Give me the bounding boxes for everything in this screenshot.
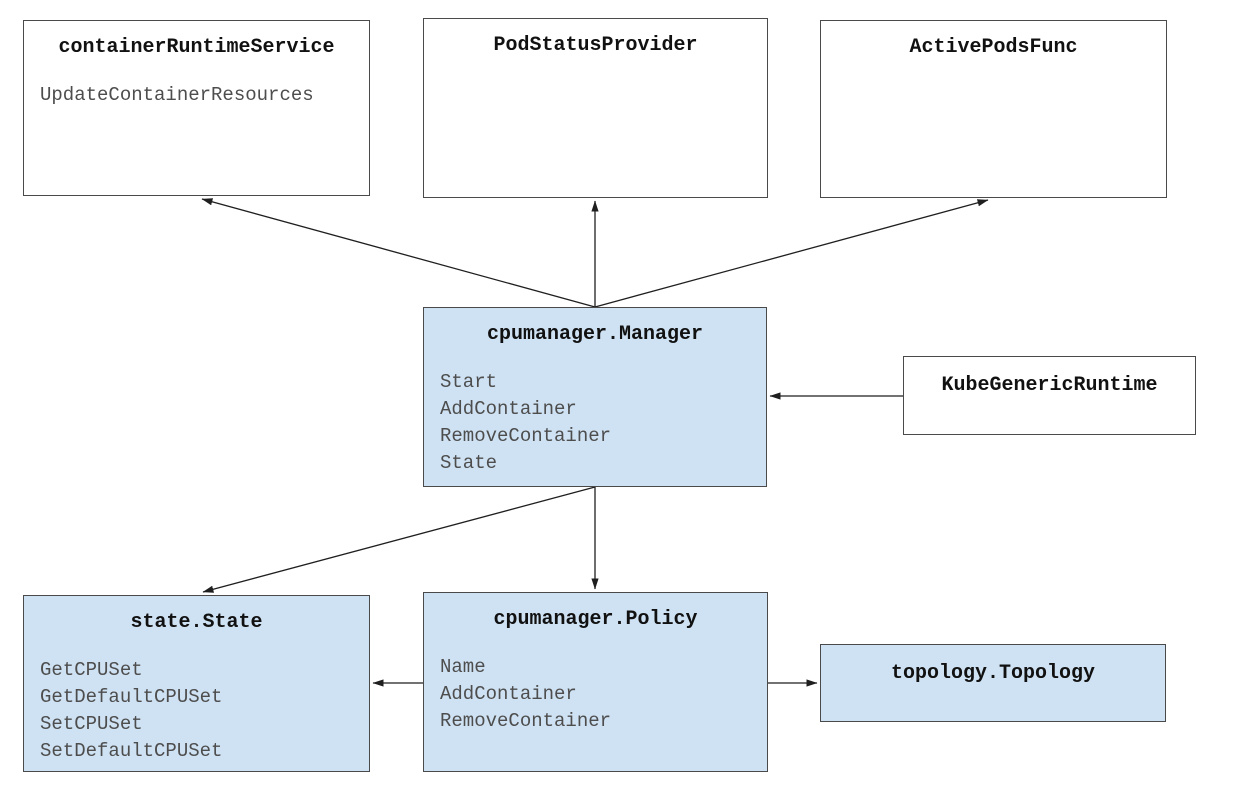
node-title: ActivePodsFunc bbox=[909, 36, 1078, 59]
method: RemoveContainer bbox=[440, 425, 612, 447]
method: GetCPUSet bbox=[40, 659, 143, 681]
node-methods: Name AddContainer RemoveContainer bbox=[424, 654, 767, 735]
node-cpumanager-policy: cpumanager.Policy Name AddContainer Remo… bbox=[423, 592, 768, 772]
node-methods: UpdateContainerResources bbox=[24, 82, 369, 109]
method: SetCPUSet bbox=[40, 713, 143, 735]
method: Start bbox=[440, 371, 498, 393]
method: Name bbox=[440, 656, 486, 678]
node-cpumanager-manager: cpumanager.Manager Start AddContainer Re… bbox=[423, 307, 767, 487]
node-title: cpumanager.Policy bbox=[493, 608, 698, 631]
method: AddContainer bbox=[440, 683, 577, 705]
method: SetDefaultCPUSet bbox=[40, 740, 223, 762]
node-methods: Start AddContainer RemoveContainer State bbox=[424, 369, 766, 477]
node-title: PodStatusProvider bbox=[493, 34, 698, 57]
node-active-pods-func: ActivePodsFunc bbox=[820, 20, 1167, 198]
node-methods: GetCPUSet GetDefaultCPUSet SetCPUSet Set… bbox=[24, 657, 369, 765]
node-pod-status-provider: PodStatusProvider bbox=[423, 18, 768, 198]
node-kube-generic-runtime: KubeGenericRuntime bbox=[903, 356, 1196, 435]
node-title: containerRuntimeService bbox=[58, 36, 335, 59]
method: GetDefaultCPUSet bbox=[40, 686, 223, 708]
node-title: topology.Topology bbox=[890, 662, 1096, 685]
node-container-runtime-service: containerRuntimeService UpdateContainerR… bbox=[23, 20, 370, 196]
node-state-state: state.State GetCPUSet GetDefaultCPUSet S… bbox=[23, 595, 370, 772]
arrow-manager-to-container-runtime-service bbox=[201, 198, 596, 308]
node-title: cpumanager.Manager bbox=[486, 323, 704, 346]
arrow-manager-to-state-state bbox=[202, 486, 596, 593]
node-topology-topology: topology.Topology bbox=[820, 644, 1166, 722]
method: UpdateContainerResources bbox=[40, 84, 314, 106]
node-title: state.State bbox=[130, 611, 263, 634]
method: RemoveContainer bbox=[440, 710, 612, 732]
method: State bbox=[440, 452, 498, 474]
node-title: KubeGenericRuntime bbox=[941, 374, 1158, 397]
arrow-manager-to-active-pods-func bbox=[594, 199, 989, 308]
method: AddContainer bbox=[440, 398, 577, 420]
